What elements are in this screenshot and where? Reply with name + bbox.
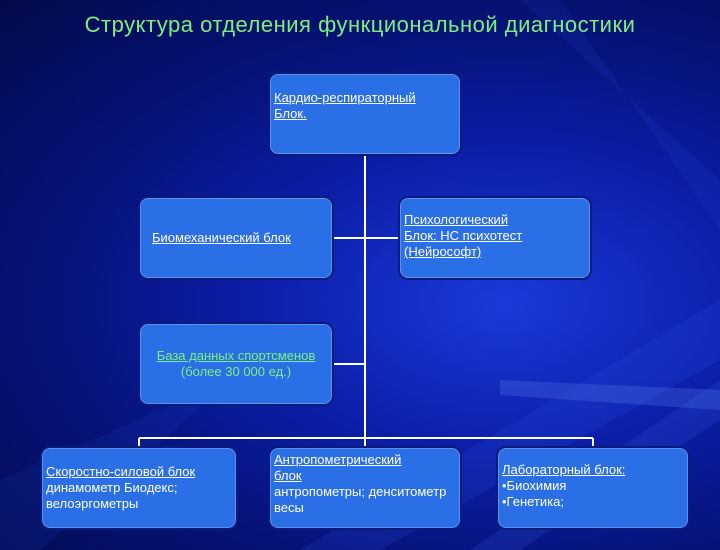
node-label: Блок. [274,106,307,121]
node-anthropometric: Антропометрический блок антропометры; де… [268,446,462,530]
node-speed-strength: Скоростно-силовой блок динамометр Биодек… [40,446,238,530]
node-label: Лабораторный блок: [502,462,626,477]
node-laboratory: Лабораторный блок: •Биохимия •Генетика; [496,446,690,530]
page-title: Структура отделения функциональной диагн… [84,12,636,37]
node-label: Блок: НС психотест [404,228,523,243]
node-label: блок [274,468,302,483]
node-detail: •Биохимия [502,478,567,493]
node-label: Антропометрический [274,452,402,467]
node-label: Скоростно-силовой блок [46,464,196,479]
node-detail: весы [274,500,304,515]
node-psychological: Психологический Блок: НС психотест (Нейр… [398,196,592,280]
node-label: (Нейрософт) [404,244,482,259]
node-label: Кардио-респираторный [274,90,416,105]
node-detail: динамометр Биодекс; [46,480,178,495]
node-label: Психологический [404,212,509,227]
node-detail: •Генетика; [502,494,564,509]
node-biomechanical: Биомеханический блок [138,196,334,280]
node-detail: (более 30 000 ед.) [180,364,292,379]
node-detail: велоэргометры [46,496,139,511]
node-detail: антропометры; денситометр [274,484,447,499]
node-label: База данных спортсменов [156,348,316,363]
node-cardio-respiratory: Кардио-респираторный Блок. [268,72,462,156]
node-label: Биомеханический блок [152,230,291,245]
node-athlete-database: База данных спортсменов (более 30 000 ед… [138,322,334,406]
